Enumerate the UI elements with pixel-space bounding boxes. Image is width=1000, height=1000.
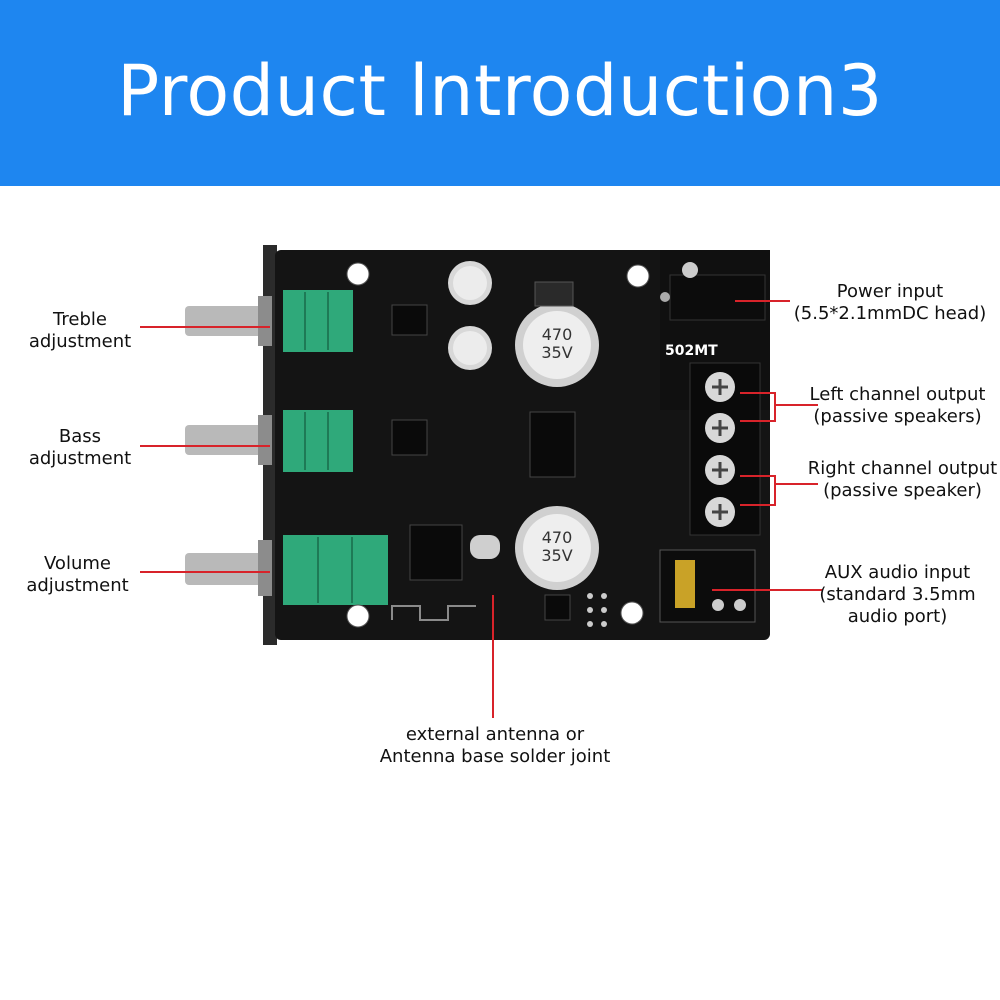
antenna-label-line2: Antenna base solder joint: [379, 746, 611, 767]
terminal-screw-1[interactable]: [705, 372, 735, 402]
power-label: Power input (5.5*2.1mmDC head): [790, 281, 990, 325]
power-jack[interactable]: [660, 262, 766, 321]
terminal-screw-3[interactable]: [705, 455, 735, 485]
antenna-label-line1: external antenna or: [405, 724, 585, 745]
board-model: 502MT: [665, 343, 718, 359]
right-channel-line2: (passive speaker): [823, 480, 982, 501]
header-banner: Product lntroduction3: [0, 0, 1000, 186]
svg-text:35V: 35V: [541, 343, 572, 362]
capacitor-small-2: [448, 326, 492, 370]
left-channel-line1: Left channel output: [809, 384, 986, 405]
power-label-line2: (5.5*2.1mmDC head): [793, 303, 987, 324]
volume-knob[interactable]: [185, 535, 388, 605]
aux-label-line2: (standard 3.5mm: [819, 584, 976, 605]
left-channel-line2: (passive speakers): [813, 406, 982, 427]
bass-label-line1: Bass: [58, 426, 102, 447]
aux-label-line3: audio port): [847, 606, 948, 627]
mounting-holes: [346, 262, 650, 628]
capacitor-small-1: [448, 261, 492, 305]
aux-jack[interactable]: [659, 549, 756, 623]
crystal-oscillator: [470, 535, 500, 559]
treble-label-line2: adjustment: [28, 331, 132, 352]
treble-knob[interactable]: [185, 290, 353, 352]
bass-label: Bass adjustment: [20, 426, 140, 470]
aux-label: AUX audio input (standard 3.5mm audio po…: [815, 562, 980, 628]
ic-chip-2: [391, 419, 428, 456]
bass-knob[interactable]: [185, 410, 353, 472]
pin-header: [587, 593, 607, 627]
diode: [534, 281, 574, 307]
pointer-lines: [140, 300, 823, 718]
bass-label-line2: adjustment: [28, 448, 132, 469]
terminal-screw-2[interactable]: [705, 413, 735, 443]
left-channel-label: Left channel output (passive speakers): [800, 384, 995, 428]
volume-label-line1: Volume: [44, 553, 111, 574]
amplifier-chip: [529, 411, 576, 478]
pcb-antenna-trace: [391, 605, 476, 621]
capacitor-large-1: 470 35V: [515, 303, 599, 387]
right-channel-line1: Right channel output: [807, 458, 998, 479]
aux-label-line1: AUX audio input: [824, 562, 971, 583]
antenna-label: external antenna or Antenna base solder …: [360, 724, 630, 768]
ic-chip-1: [391, 304, 428, 336]
svg-text:470: 470: [542, 528, 573, 547]
power-label-line1: Power input: [836, 281, 944, 302]
svg-text:470: 470: [542, 325, 573, 344]
page-title: Product lntroduction3: [117, 50, 883, 132]
capacitor-large-2: 470 35V: [515, 506, 599, 590]
right-channel-label: Right channel output (passive speaker): [805, 458, 1000, 502]
terminal-screw-4[interactable]: [705, 497, 735, 527]
pcb-board: [275, 250, 770, 640]
volume-label: Volume adjustment: [15, 553, 140, 597]
volume-label-line2: adjustment: [26, 575, 129, 596]
treble-label-line1: Treble: [53, 309, 107, 330]
small-chip: [544, 594, 571, 621]
treble-label: Treble adjustment: [20, 309, 140, 353]
bluetooth-chip: [409, 524, 463, 581]
svg-text:35V: 35V: [541, 546, 572, 565]
